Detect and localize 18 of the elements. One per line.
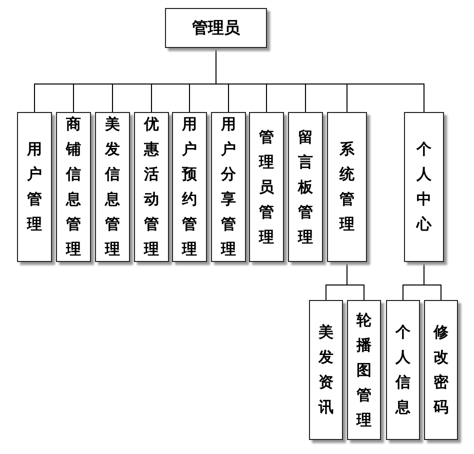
org-box: 优惠活动管理 [134, 112, 169, 262]
org-box: 管理员 [165, 8, 267, 48]
connector [346, 262, 364, 300]
org-box: 轮播图管理 [347, 300, 381, 440]
org-box: 管理员管理 [249, 112, 284, 262]
org-box: 个人中心 [404, 112, 444, 262]
org-box: 留言板管理 [288, 112, 323, 262]
org-box: 用户分享管理 [211, 112, 246, 262]
org-box: 商铺信息管理 [56, 112, 91, 262]
org-box: 用户预约管理 [172, 112, 207, 262]
org-box: 美发资讯 [309, 300, 343, 440]
org-box: 系统管理 [327, 112, 367, 262]
org-box: 修改密码 [424, 300, 458, 440]
org-box: 用户管理 [17, 112, 52, 262]
connector [216, 48, 424, 112]
org-box: 美发信息管理 [95, 112, 130, 262]
connector [424, 262, 442, 300]
org-box: 个人信息 [386, 300, 420, 440]
